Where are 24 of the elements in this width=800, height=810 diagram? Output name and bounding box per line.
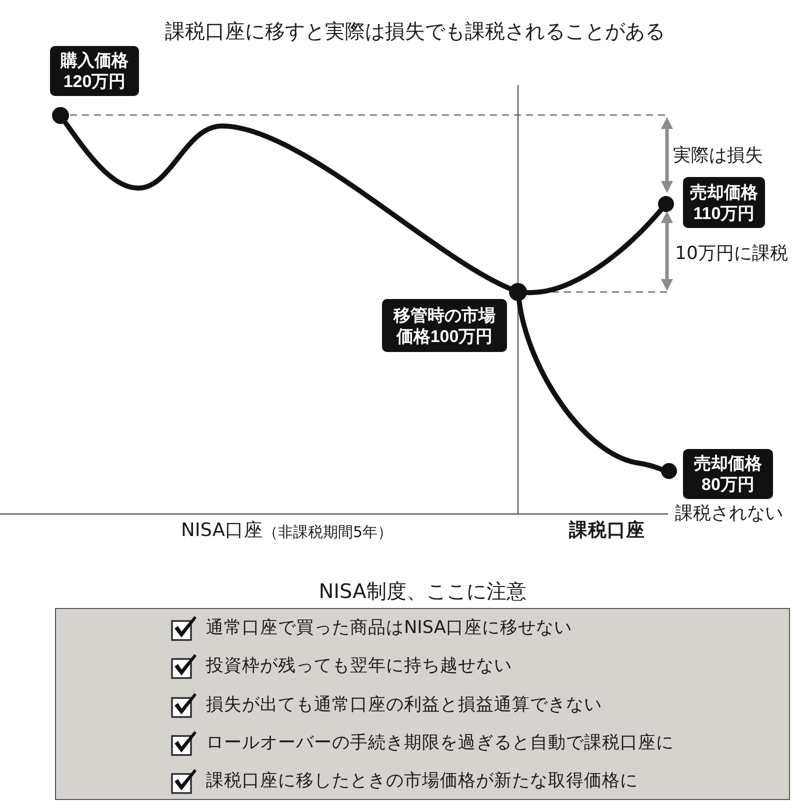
data-point-dot bbox=[509, 283, 527, 301]
price-curve bbox=[524, 208, 664, 295]
price-curve bbox=[516, 298, 664, 472]
price-label: 売却価格80万円 bbox=[683, 449, 773, 499]
axis-sublabel: （非課税期間5年） bbox=[263, 522, 393, 542]
data-point-dot bbox=[658, 196, 674, 212]
price-label: 購入価格120万円 bbox=[50, 46, 139, 96]
data-point-dot bbox=[52, 106, 68, 124]
diagram-title: 課税口座に移すと実際は損失でも課税されることがある bbox=[165, 18, 665, 44]
annotation-label: 課税されない bbox=[675, 502, 783, 524]
data-point-dot bbox=[661, 463, 677, 479]
dimension-label: 実際は損失 bbox=[673, 144, 763, 166]
checklist-item: 課税口座に移したときの市場価格が新たな取得価格に bbox=[206, 770, 638, 794]
checklist-item: 投資枠が残っても翌年に持ち越せない bbox=[206, 655, 512, 678]
checklist-item: 通常口座で買った商品はNISA口座に移せない bbox=[206, 617, 572, 640]
dimension-label: 10万円に課税 bbox=[675, 242, 788, 264]
price-label: 移管時の市場価格100万円 bbox=[382, 299, 507, 352]
checklist-item: 損失が出ても通常口座の利益と損益通算できない bbox=[206, 694, 602, 717]
checklist-heading: NISA制度、ここに注意 bbox=[318, 578, 526, 604]
price-label: 売却価格110万円 bbox=[683, 177, 765, 228]
checklist-item: ロールオーバーの手続き期限を過ぎると自動で課税口座に bbox=[206, 732, 674, 755]
axis-label: 課税口座 bbox=[569, 519, 645, 543]
axis-label: NISA口座 bbox=[181, 519, 264, 543]
price-curve bbox=[62, 119, 512, 291]
